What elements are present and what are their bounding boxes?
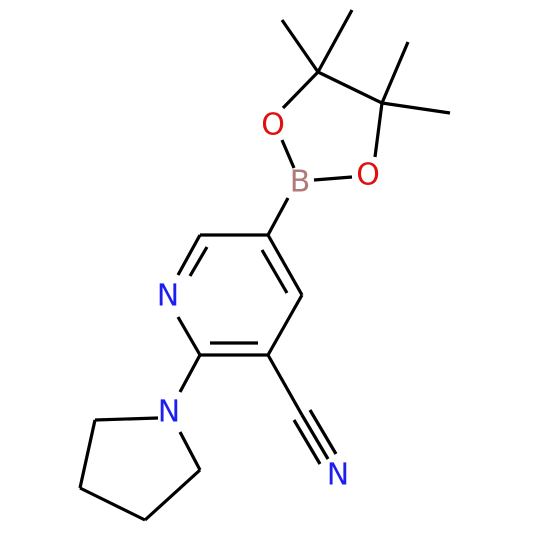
bond-triple-left: [292, 419, 322, 465]
bond-ca-cb: [78, 419, 97, 489]
boronate-ester: [266, 9, 451, 236]
bond-cc-cd: [143, 468, 202, 522]
bond-cd-npyr: [178, 431, 202, 471]
bond-c5-c4-inner: [260, 249, 289, 294]
bond-b-olower: [313, 175, 353, 182]
atom-n-nitrile: N: [327, 458, 349, 493]
bond-b-oupper: [280, 139, 296, 169]
pyridine-ring: [176, 233, 304, 357]
bond-c5-b: [266, 197, 290, 236]
bond-cb-cc: [79, 486, 146, 522]
bond-c4-c3: [266, 294, 304, 356]
bond-npyr-ca: [94, 416, 159, 422]
bond-oupper-c: [281, 70, 320, 110]
bond-c2-npyr: [178, 354, 202, 393]
nitrile-group: [266, 354, 338, 465]
atom-n-pyrrolidine: N: [158, 395, 180, 430]
bond-olower-c: [373, 102, 384, 158]
atom-b-boron: B: [290, 165, 311, 200]
bond-n1-c6: [176, 234, 202, 276]
bond-methyl-2: [316, 9, 354, 73]
bond-methyl-3: [380, 41, 410, 104]
atom-o-lower: O: [356, 158, 380, 193]
pyrrolidine-ring: [78, 354, 202, 522]
bond-methyl-4: [381, 101, 451, 115]
bond-c2-n1: [176, 316, 202, 356]
bond-triple-center: [300, 414, 330, 460]
bond-methyl-1: [280, 19, 320, 73]
bond-triple-right: [308, 409, 338, 455]
atom-o-upper: O: [261, 108, 285, 143]
bond-c5-c4: [266, 234, 304, 296]
atom-n-pyridine: N: [157, 279, 179, 314]
bond-c3-cnitrile: [266, 354, 304, 416]
bond-n1-c6-inner: [188, 246, 209, 277]
bond-c-c: [317, 70, 383, 105]
